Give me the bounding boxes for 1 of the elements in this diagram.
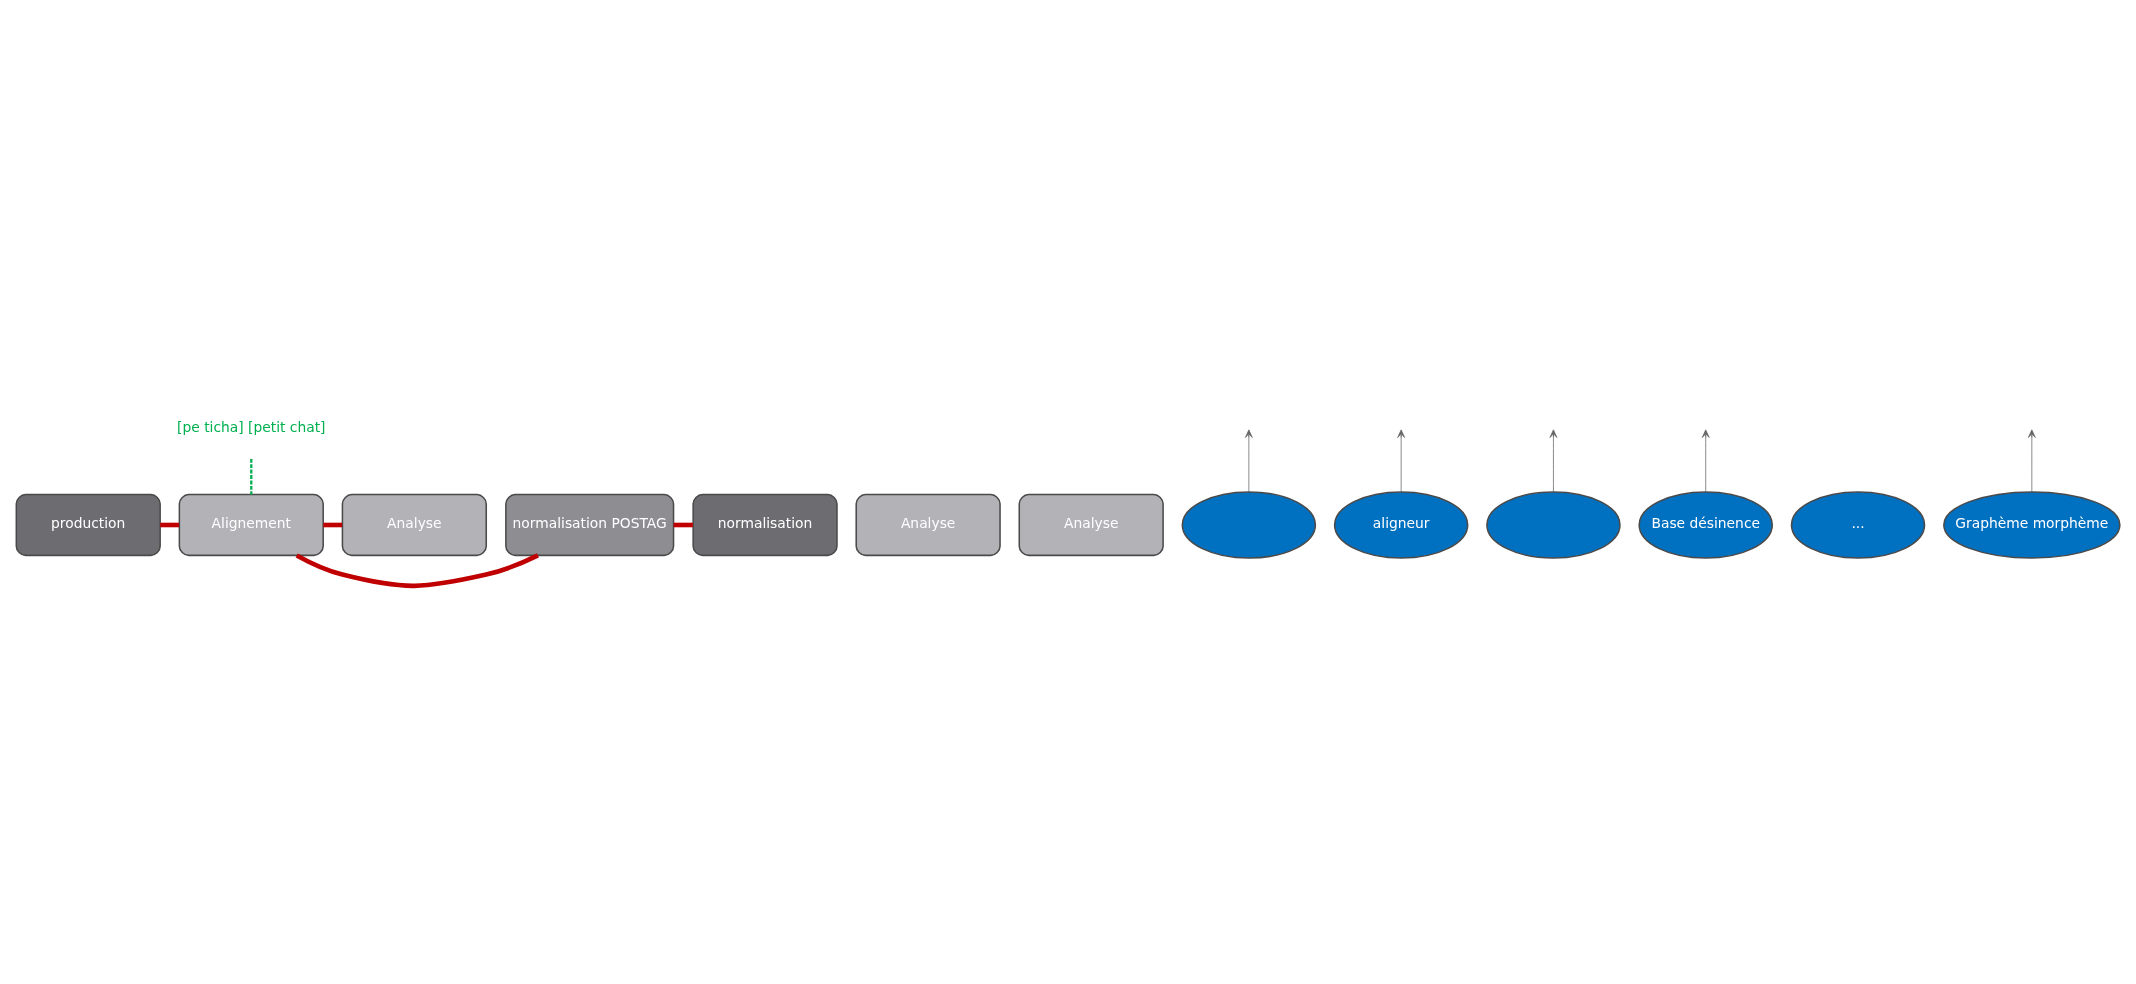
node-text: [pe ticha] [petit chat] xyxy=(177,418,326,435)
